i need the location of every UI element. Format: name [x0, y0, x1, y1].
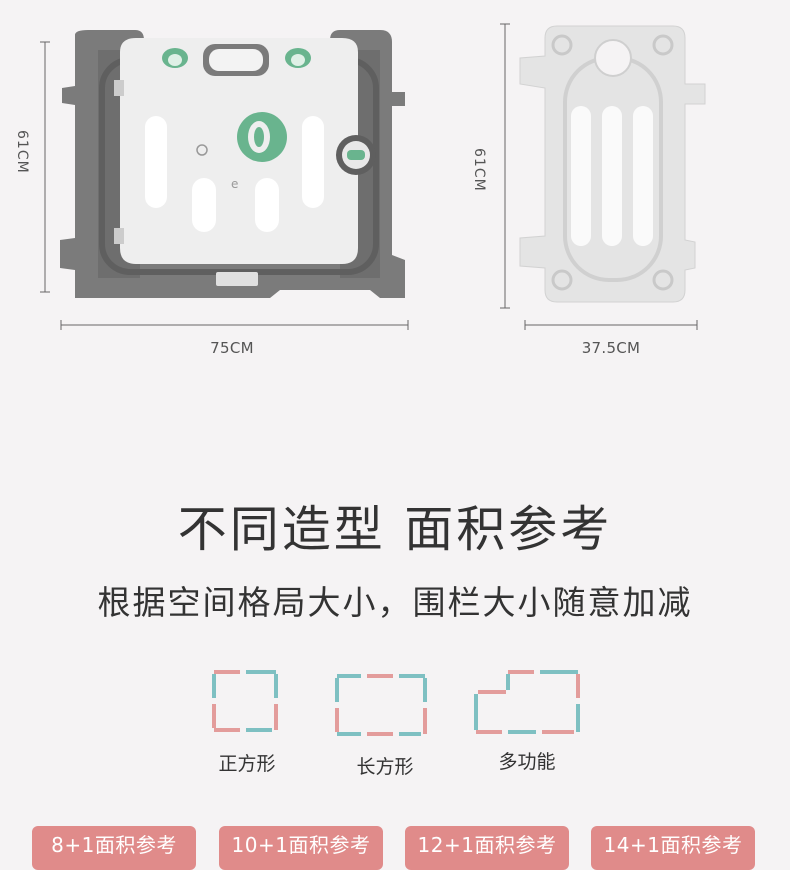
side-panel-width-label: 37.5CM	[581, 339, 641, 357]
square-shape-icon	[212, 670, 278, 732]
area-8-plus-1-button[interactable]: 8+1面积参考	[32, 826, 196, 870]
section-title: 不同造型 面积参考	[177, 501, 613, 558]
section-subtitle: 根据空间格局大小，围栏大小随意加减	[97, 583, 693, 622]
area-12-plus-1-button[interactable]: 12+1面积参考	[405, 826, 569, 870]
side-panel-illustration	[500, 23, 706, 309]
shape-label-multifunction: 多功能	[498, 751, 556, 773]
rectangle-shape-icon	[335, 674, 427, 736]
area-10-plus-1-button[interactable]: 10+1面积参考	[219, 826, 383, 870]
door-panel-illustration: e	[40, 30, 405, 298]
door-panel-width-line	[60, 320, 409, 330]
door-panel-width-label: 75CM	[210, 339, 254, 357]
shape-label-rectangle: 长方形	[356, 756, 414, 778]
side-panel-width-line	[524, 320, 698, 330]
shape-label-square: 正方形	[218, 753, 276, 775]
area-14-plus-1-button[interactable]: 14+1面积参考	[591, 826, 755, 870]
side-panel-height-label: 61CM	[471, 148, 487, 192]
door-panel-height-label: 61CM	[14, 130, 30, 174]
svg-text:e: e	[231, 177, 238, 191]
multifunction-shape-icon	[474, 670, 580, 734]
